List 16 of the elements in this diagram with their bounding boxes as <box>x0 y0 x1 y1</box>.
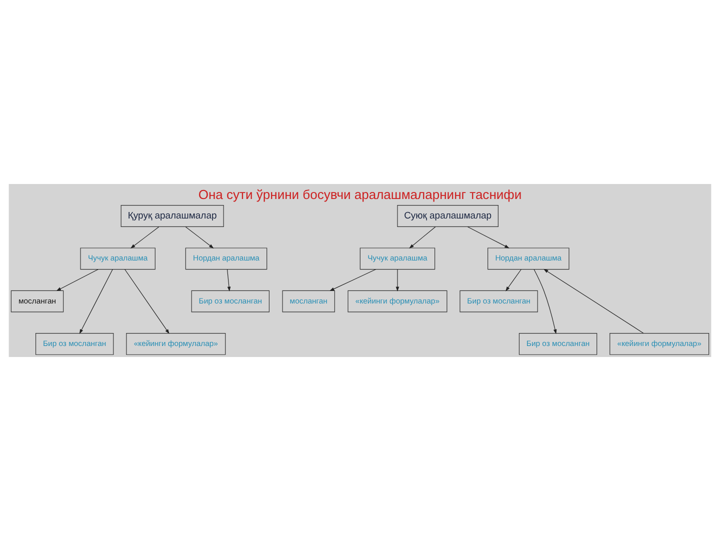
arrow <box>329 268 376 290</box>
arrow <box>130 226 160 248</box>
arrow <box>56 268 98 290</box>
diagram-title: Она сути ўрнини босувчи аралашмаларнинг таснифи <box>198 186 522 202</box>
node-box: Қуруқ аралашмалар <box>120 204 224 226</box>
arrow <box>506 268 522 291</box>
arrow <box>409 226 436 248</box>
arrow <box>543 268 644 333</box>
arrow <box>185 226 214 248</box>
node-box: Суюқ аралашмалар <box>397 204 498 226</box>
arrow <box>124 268 170 334</box>
arrow <box>467 226 510 248</box>
arrow <box>79 268 113 334</box>
arrow <box>396 268 400 291</box>
arrow <box>534 268 557 334</box>
arrow <box>226 268 231 291</box>
